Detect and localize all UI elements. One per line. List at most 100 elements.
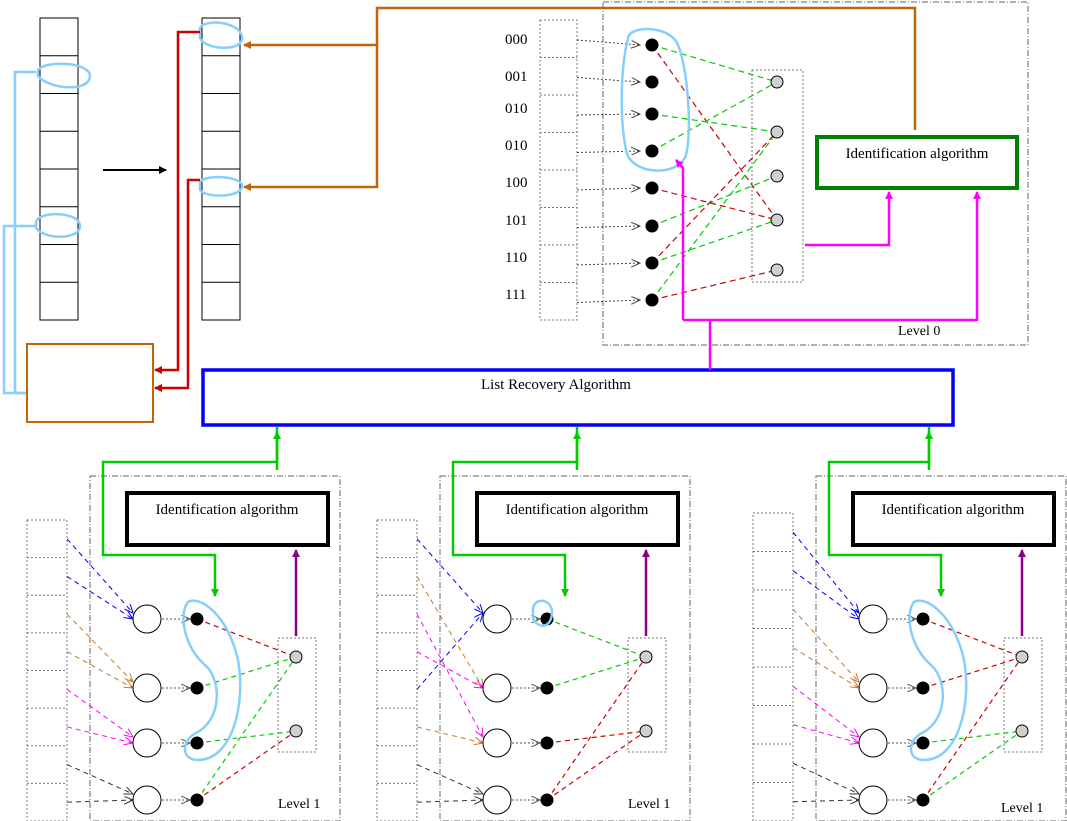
row-label: 100: [505, 175, 528, 191]
variable-node: [916, 736, 930, 750]
input-line: [576, 188, 640, 190]
check-node: [770, 169, 784, 183]
top-identification-label: Identification algorithm: [846, 146, 989, 162]
candidate-loop: [620, 27, 691, 172]
check-node: [639, 724, 653, 738]
selection-loop: [198, 21, 244, 49]
input-edge: [416, 800, 483, 802]
variable-node: [645, 293, 659, 307]
level1-identification-box: [851, 491, 1056, 547]
variable-node: [540, 681, 554, 695]
candidate-loop: [182, 599, 242, 762]
input-edge: [416, 613, 483, 690]
input-line: [576, 151, 640, 153]
check-node-box: [751, 69, 804, 283]
variable-node: [916, 793, 930, 807]
symbol-node: [482, 673, 512, 703]
orange-feedback-line: [243, 6, 917, 191]
input-edge: [792, 800, 859, 802]
input-edge: [66, 688, 133, 737]
symbol-node: [858, 785, 888, 815]
edge: [546, 656, 647, 689]
variable-node: [190, 793, 204, 807]
variable-node: [645, 144, 659, 158]
variable-node: [645, 219, 659, 233]
input-line: [576, 39, 640, 45]
level1-identification-box: [125, 491, 330, 547]
check-node: [639, 650, 653, 664]
top-level-label: Level 0: [898, 324, 940, 339]
row-label: 110: [505, 250, 527, 266]
level1-identification-label: Identification algorithm: [506, 502, 649, 518]
edge: [651, 81, 778, 152]
edge: [651, 175, 778, 227]
row-label: 000: [505, 32, 528, 48]
variable-node: [645, 107, 659, 121]
input-edge: [792, 531, 859, 613]
level1-identification-box: [475, 491, 680, 547]
check-node: [770, 213, 784, 227]
row-label: 001: [505, 69, 528, 85]
input-line: [576, 300, 640, 303]
candidate-loop: [908, 599, 968, 762]
feedback-line: [2, 224, 36, 395]
input-edge: [792, 762, 859, 794]
edge: [546, 730, 647, 744]
symbol-node: [482, 785, 512, 815]
level1-identification-label: Identification algorithm: [882, 502, 1025, 518]
symbol-node: [858, 604, 888, 634]
output-line: [154, 178, 200, 392]
input-edge: [792, 685, 859, 737]
magenta-line: [683, 191, 981, 322]
edge: [196, 618, 297, 658]
magenta-line: [675, 159, 685, 320]
edge: [546, 618, 647, 658]
input-edge: [66, 651, 133, 688]
level1-cells: [26, 519, 68, 821]
level1-box: [439, 475, 691, 821]
input-edge: [66, 726, 133, 743]
edge: [651, 269, 778, 301]
candidate-loop: [531, 599, 554, 627]
level1-label: Level 1: [628, 797, 670, 812]
edge: [651, 44, 778, 221]
variable-node: [645, 181, 659, 195]
edge: [651, 113, 778, 133]
row-label: 010: [505, 138, 528, 154]
input-edge: [66, 764, 133, 794]
level1-cells: [376, 519, 418, 821]
list-recovery-box: [201, 368, 955, 427]
edge: [196, 730, 297, 801]
input-edge: [792, 647, 859, 688]
edge: [651, 187, 778, 221]
symbol-node: [132, 728, 162, 758]
level1-label: Level 1: [278, 797, 320, 812]
input-edge: [792, 724, 859, 743]
magenta-line: [805, 191, 893, 247]
input-line: [576, 114, 640, 115]
level1-identification-label: Identification algorithm: [156, 502, 299, 518]
edge: [922, 618, 1023, 658]
variable-node: [190, 681, 204, 695]
input-edge: [416, 764, 483, 794]
row-label: 101: [505, 213, 528, 229]
check-node: [1015, 724, 1029, 738]
symbol-node: [858, 673, 888, 703]
top-identification-box: [815, 135, 1019, 190]
output-line: [154, 30, 200, 374]
input-line: [576, 263, 640, 265]
variable-node: [540, 736, 554, 750]
variable-node: [190, 736, 204, 750]
input-edge: [66, 576, 133, 619]
edge: [651, 44, 778, 83]
edge: [651, 131, 778, 264]
symbol-node: [132, 604, 162, 634]
row-label: 010: [505, 101, 528, 117]
input-edge: [416, 538, 483, 613]
edge: [651, 219, 778, 264]
variable-node: [916, 612, 930, 626]
variable-node: [645, 75, 659, 89]
variable-node: [916, 681, 930, 695]
variable-node: [645, 256, 659, 270]
